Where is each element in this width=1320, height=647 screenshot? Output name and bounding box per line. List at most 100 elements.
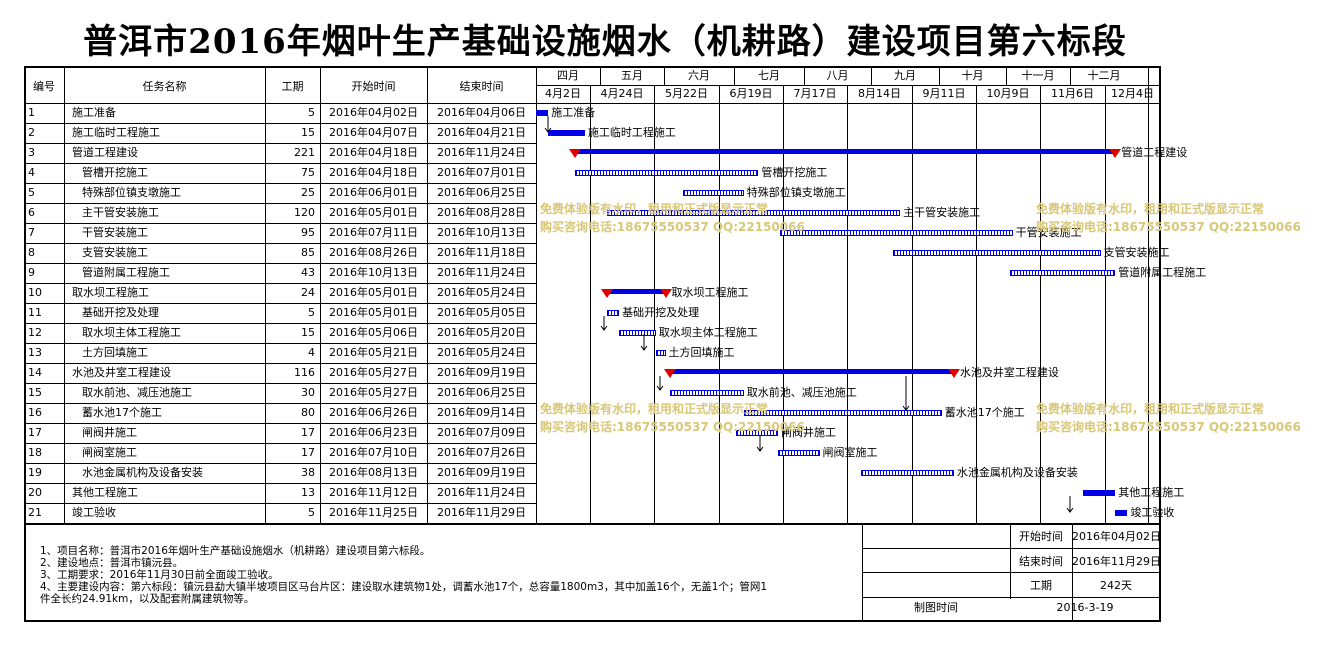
task-start: 2016年08月13日 — [329, 466, 418, 479]
task-id: 6 — [28, 206, 35, 219]
task-duration: 5 — [308, 306, 315, 319]
subtask-bar[interactable] — [606, 210, 901, 216]
task-name: 特殊部位镇支墩施工 — [82, 186, 181, 199]
week-gridline — [1105, 103, 1106, 523]
task-name: 干管安装施工 — [82, 226, 148, 239]
watermark-text: 免费体验版有水印，租用和正式版显示正常 — [1036, 402, 1265, 416]
task-id: 16 — [28, 406, 42, 419]
summary-bar[interactable] — [670, 369, 954, 374]
task-end: 2016年07月09日 — [437, 426, 526, 439]
task-bar[interactable] — [536, 110, 549, 116]
info-value: 242天 — [1100, 579, 1132, 592]
task-duration: 17 — [301, 446, 315, 459]
subtask-bar[interactable] — [861, 470, 954, 476]
task-start: 2016年05月27日 — [329, 386, 418, 399]
task-bar[interactable] — [1115, 510, 1128, 516]
task-name: 取水坝工程施工 — [72, 286, 149, 299]
subtask-bar[interactable] — [780, 230, 1013, 236]
week-divider — [654, 85, 655, 103]
row-divider — [24, 303, 536, 304]
task-name: 蓄水池17个施工 — [82, 406, 162, 419]
task-duration: 25 — [301, 186, 315, 199]
task-id: 4 — [28, 166, 35, 179]
subtask-bar[interactable] — [777, 450, 820, 456]
task-name: 支管安装施工 — [82, 246, 148, 259]
subtask-bar[interactable] — [892, 250, 1101, 256]
subtask-bar[interactable] — [655, 350, 666, 356]
bar-label: 施工临时工程施工 — [587, 126, 676, 139]
task-bar[interactable] — [548, 130, 585, 136]
dependency-arrowhead — [656, 385, 664, 391]
task-end: 2016年05月05日 — [437, 306, 526, 319]
summary-start-marker — [664, 369, 677, 378]
task-id: 20 — [28, 486, 42, 499]
bar-label: 干管安装施工 — [1015, 226, 1082, 239]
task-end: 2016年11月24日 — [437, 266, 526, 279]
task-name: 水池及井室工程建设 — [72, 366, 171, 379]
row-divider — [24, 203, 536, 204]
task-end: 2016年05月20日 — [437, 326, 526, 339]
task-start: 2016年11月25日 — [329, 506, 418, 519]
task-id: 12 — [28, 326, 42, 339]
week-divider — [1040, 85, 1041, 103]
subtask-bar[interactable] — [619, 330, 656, 336]
bar-label: 特殊部位镇支墩施工 — [746, 186, 846, 199]
task-end: 2016年11月18日 — [437, 246, 526, 259]
task-name: 施工准备 — [72, 106, 116, 119]
row-divider — [24, 443, 536, 444]
task-duration: 95 — [301, 226, 315, 239]
bar-label: 取水坝主体工程施工 — [658, 326, 758, 339]
task-start: 2016年05月21日 — [329, 346, 418, 359]
task-duration: 221 — [294, 146, 315, 159]
task-end: 2016年09月14日 — [437, 406, 526, 419]
task-duration: 75 — [301, 166, 315, 179]
bar-label: 管槽开挖施工 — [761, 166, 828, 179]
task-bar[interactable] — [1083, 490, 1116, 496]
task-name: 其他工程施工 — [72, 486, 138, 499]
task-end: 2016年04月06日 — [437, 106, 526, 119]
row-divider — [24, 483, 536, 484]
header-bottom-line — [24, 103, 536, 104]
week-gridline — [719, 103, 720, 523]
dependency-arrowhead — [1066, 507, 1074, 513]
watermark-text: 免费体验版有水印，租用和正式版显示正常 — [540, 402, 769, 416]
task-id: 7 — [28, 226, 35, 239]
timeline-right-edge — [1148, 66, 1149, 523]
subtask-bar[interactable] — [606, 310, 620, 316]
summary-end-marker — [1109, 149, 1122, 158]
task-start: 2016年04月18日 — [329, 146, 418, 159]
week-gridline — [912, 103, 913, 523]
column-header-name: 任务名称 — [142, 80, 187, 93]
summary-bar[interactable] — [575, 149, 1116, 154]
summary-bar[interactable] — [606, 289, 666, 294]
task-id: 13 — [28, 346, 42, 359]
task-id: 2 — [28, 126, 35, 139]
subtask-bar[interactable] — [743, 410, 942, 416]
task-duration: 17 — [301, 426, 315, 439]
task-name: 管道附属工程施工 — [82, 266, 170, 279]
task-end: 2016年10月13日 — [437, 226, 526, 239]
row-divider — [24, 263, 536, 264]
task-duration: 120 — [294, 206, 315, 219]
task-end: 2016年06月25日 — [437, 386, 526, 399]
column-header-dur: 工期 — [281, 80, 304, 93]
week-header: 4月2日 — [545, 87, 581, 100]
month-divider — [804, 68, 805, 85]
row-divider — [24, 403, 536, 404]
week-header: 12月4日 — [1111, 87, 1154, 100]
row-divider — [24, 363, 536, 364]
month-header: 九月 — [894, 69, 916, 82]
subtask-bar[interactable] — [682, 190, 744, 196]
watermark-text: 免费体验版有水印，租用和正式版显示正常 — [540, 202, 769, 216]
week-divider — [976, 85, 977, 103]
subtask-bar[interactable] — [575, 170, 759, 176]
subtask-bar[interactable] — [736, 430, 778, 436]
bar-label: 水池金属机构及设备安装 — [956, 466, 1078, 479]
task-name: 闸阀井施工 — [82, 426, 137, 439]
project-note: 3、工期要求：2016年11月30日前全面竣工验收。 — [40, 569, 279, 581]
task-start: 2016年05月01日 — [329, 286, 418, 299]
task-end: 2016年06月25日 — [437, 186, 526, 199]
week-header: 11月6日 — [1051, 87, 1094, 100]
subtask-bar[interactable] — [1010, 270, 1116, 276]
subtask-bar[interactable] — [670, 390, 744, 396]
